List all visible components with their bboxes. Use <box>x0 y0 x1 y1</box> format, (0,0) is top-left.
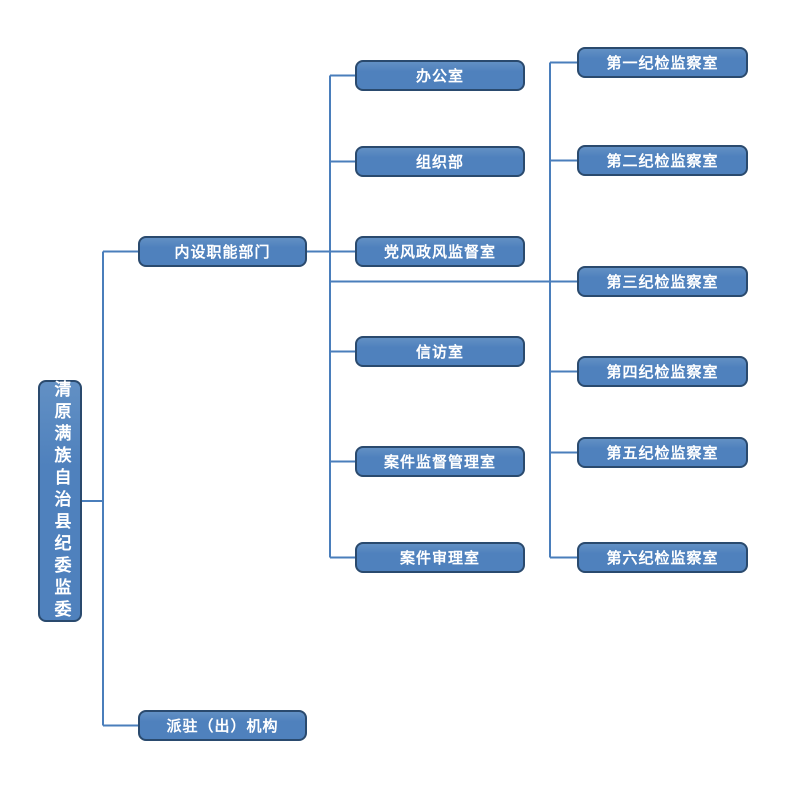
node-label: 办公室 <box>415 67 464 85</box>
node-label: 组织部 <box>415 153 464 171</box>
node-dept-organization: 组织部 <box>355 146 525 177</box>
node-label: 第一纪检监察室 <box>606 54 719 72</box>
node-dept-petition: 信访室 <box>355 336 525 367</box>
node-dept-case-supervision: 案件监督管理室 <box>355 446 525 477</box>
node-label: 派驻（出）机构 <box>166 717 279 735</box>
node-branch-internal-departments: 内设职能部门 <box>138 236 307 267</box>
node-office-5: 第五纪检监察室 <box>577 437 748 468</box>
node-label: 清原满族自治县纪委监委 <box>50 380 71 622</box>
node-branch-dispatched-agencies: 派驻（出）机构 <box>138 710 307 741</box>
node-label: 内设职能部门 <box>174 243 271 261</box>
node-label: 第六纪检监察室 <box>606 549 719 567</box>
node-label: 案件审理室 <box>399 549 480 567</box>
node-label: 党风政风监督室 <box>383 243 496 261</box>
node-root-commission: 清原满族自治县纪委监委 <box>38 380 82 622</box>
node-dept-general-office: 办公室 <box>355 60 525 91</box>
node-office-2: 第二纪检监察室 <box>577 145 748 176</box>
node-label: 第三纪检监察室 <box>606 273 719 291</box>
node-label: 第二纪检监察室 <box>606 152 719 170</box>
node-label: 第四纪检监察室 <box>606 363 719 381</box>
node-label: 案件监督管理室 <box>383 453 496 471</box>
node-office-3: 第三纪检监察室 <box>577 266 748 297</box>
node-dept-case-review: 案件审理室 <box>355 542 525 573</box>
node-office-1: 第一纪检监察室 <box>577 47 748 78</box>
node-office-4: 第四纪检监察室 <box>577 356 748 387</box>
node-label: 第五纪检监察室 <box>606 444 719 462</box>
node-office-6: 第六纪检监察室 <box>577 542 748 573</box>
node-dept-conduct-supervision: 党风政风监督室 <box>355 236 525 267</box>
node-label: 信访室 <box>415 343 464 361</box>
